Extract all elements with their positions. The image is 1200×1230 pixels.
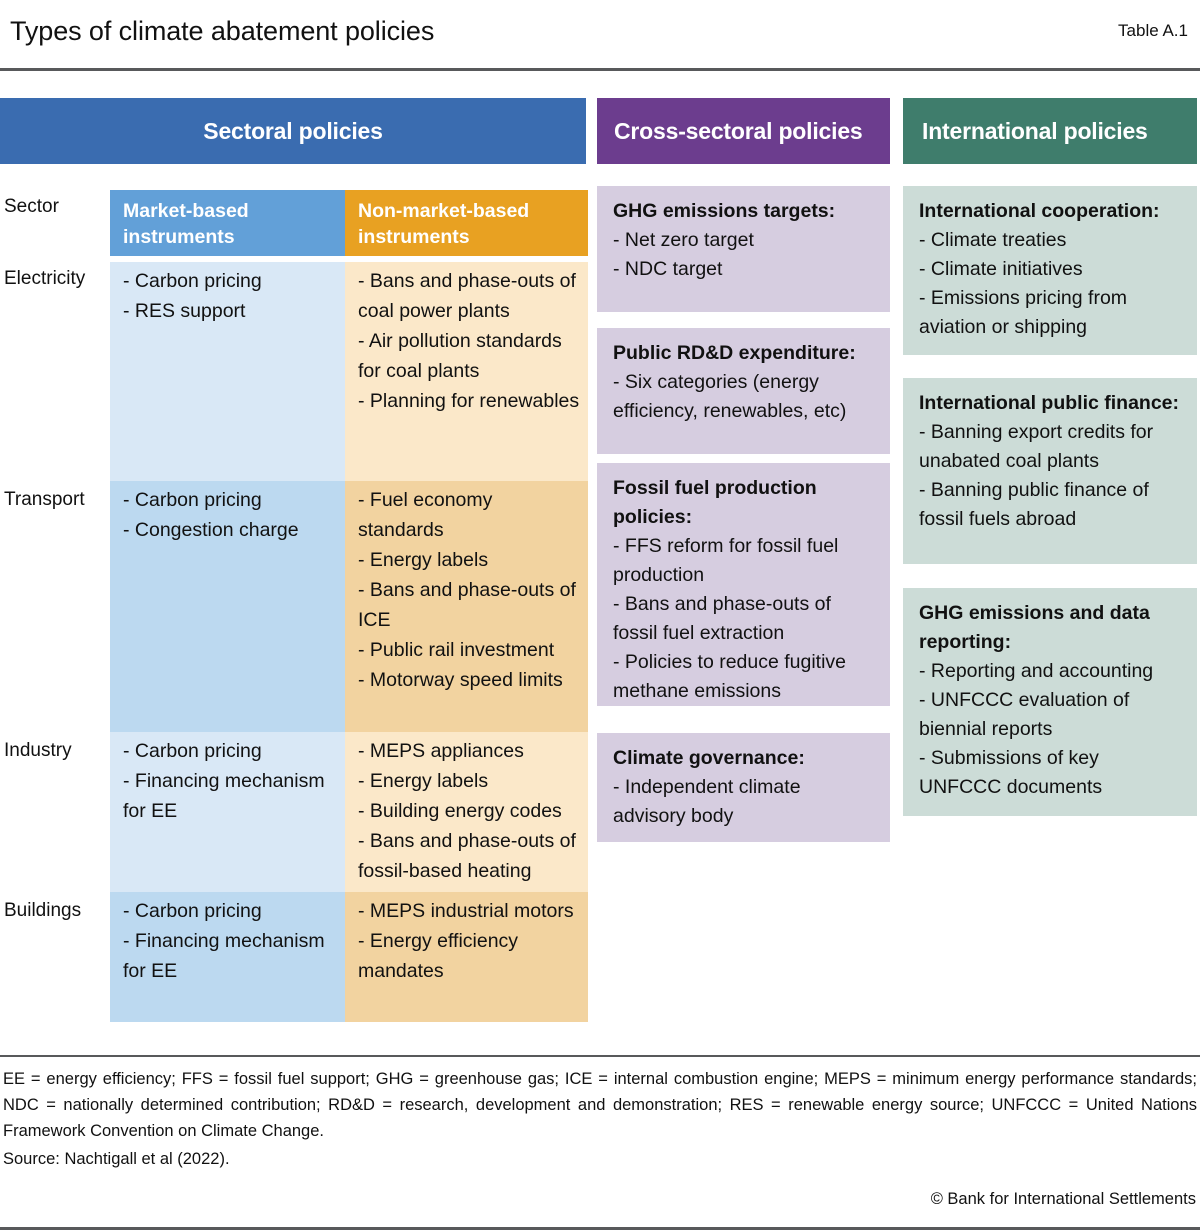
cell-transport-non-market-based: - Fuel economy standards - Energy labels… [345,481,588,732]
table-number-label: Table A.1 [1118,21,1188,40]
subheader-market-based-instruments: Market-based instruments [110,190,345,256]
sector-label-industry: Industry [4,740,72,761]
cell-electricity-non-market-based: - Bans and phase-outs of coal power plan… [345,262,588,481]
box-heading: GHG emissions targets: [613,200,836,222]
box-body: - Independent climate advisory body [613,776,801,827]
cross-sectoral-box-ghg-emissions-targets: GHG emissions targets: - Net zero target… [597,186,890,312]
box-body: - FFS reform for fossil fuel production … [613,535,847,702]
cross-sectoral-box-fossil-fuel-production-policies: Fossil fuel production policies: - FFS r… [597,463,890,706]
cross-sectoral-box-climate-governance: Climate governance: - Independent climat… [597,733,890,842]
header-cross-sectoral-policies: Cross-sectoral policies [597,98,890,164]
copyright-note: © Bank for International Settlements [930,1190,1196,1208]
box-body: - Banning export credits for unabated co… [919,421,1154,530]
cell-industry-non-market-based: - MEPS appliances - Energy labels - Buil… [345,732,588,892]
footer-rule [0,1227,1200,1230]
cross-sectoral-box-public-rdd-expenditure: Public RD&D expenditure: - Six categorie… [597,328,890,454]
top-rule [0,68,1200,71]
box-body: - Reporting and accounting - UNFCCC eval… [919,660,1154,798]
box-body: - Net zero target - NDC target [613,229,754,280]
header-sectoral-policies: Sectoral policies [0,98,586,164]
box-body: - Six categories (energy efficiency, ren… [613,371,847,422]
box-heading: International cooperation: [919,200,1160,222]
international-box-ghg-emissions-and-data-reporting: GHG emissions and data reporting: - Repo… [903,588,1197,816]
sector-column-label: Sector [4,196,59,217]
cell-electricity-market-based: - Carbon pricing - RES support [110,262,345,481]
international-box-international-cooperation: International cooperation: - Climate tre… [903,186,1197,355]
title-row: Types of climate abatement policies Tabl… [0,0,1200,62]
box-heading: GHG emissions and data reporting: [919,602,1150,653]
bottom-rule [0,1055,1200,1057]
box-heading: International public finance: [919,392,1180,414]
sector-label-buildings: Buildings [4,900,82,921]
page-title: Types of climate abatement policies [10,15,435,46]
sector-label-transport: Transport [4,489,85,510]
cell-transport-market-based: - Carbon pricing - Congestion charge [110,481,345,732]
footnote-abbreviations: EE = energy efficiency; FFS = fossil fue… [3,1070,1197,1140]
cell-buildings-market-based: - Carbon pricing - Financing mechanism f… [110,892,345,1022]
header-international-policies: International policies [903,98,1197,164]
cell-industry-market-based: - Carbon pricing - Financing mechanism f… [110,732,345,892]
international-box-international-public-finance: International public finance: - Banning … [903,378,1197,564]
box-body: - Climate treaties - Climate initiatives… [919,229,1128,338]
cell-buildings-non-market-based: - MEPS industrial motors - Energy effici… [345,892,588,1022]
subheader-non-market-based-instruments: Non-market-based instruments [345,190,588,256]
box-heading: Public RD&D expenditure: [613,342,856,364]
sector-label-electricity: Electricity [4,268,86,289]
box-heading: Climate governance: [613,747,805,769]
box-heading: Fossil fuel production policies: [613,477,817,528]
source-note: Source: Nachtigall et al (2022). [3,1150,230,1168]
